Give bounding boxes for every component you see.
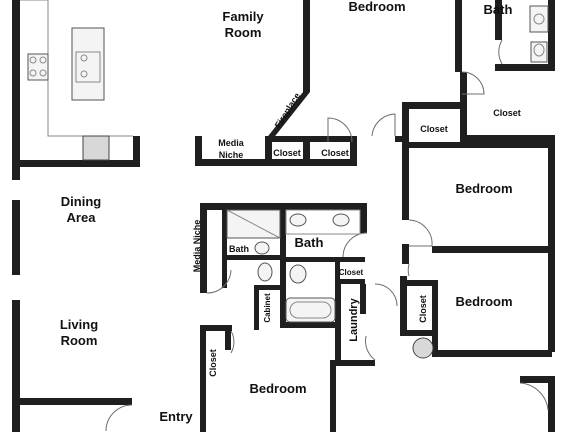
walls [12,0,555,432]
water-heater-icon [412,337,434,359]
closet-vertical-right-label: Closet [418,295,428,323]
bedroom-right-2-label: Bedroom [455,294,512,309]
closet-small-label: Closet [339,268,364,277]
fireplace-label: Fireplace [273,91,302,130]
toilet-icon [530,41,548,63]
bath-small-label: Bath [229,244,249,254]
closet-top-right-label: Closet [493,108,521,118]
toilet-icon [289,264,307,284]
dining-area-label-1: Dining [61,194,101,209]
refrigerator-icon [82,135,110,161]
sink-icon [529,5,549,33]
cabinet-label: Cabinet [263,293,272,323]
closet-a-label: Closet [273,148,301,158]
bedroom-bottom-label: Bedroom [249,381,306,396]
closet-b-label: Closet [321,148,349,158]
closet-mid-label: Closet [420,124,448,134]
family-room-label-1: Family [222,9,264,24]
family-room-label-2: Room [225,25,262,40]
bathtub-icon [285,297,336,323]
door-swings [105,39,549,432]
laundry-label: Laundry [348,297,360,341]
bedroom-top-label: Bedroom [348,0,405,14]
stove-icon [27,53,49,81]
sink-icon [332,213,350,227]
kitchen-island [71,27,105,101]
fixtures [20,0,549,359]
closet-vertical-left-label: Closet [208,349,218,377]
dining-area-label-2: Area [67,210,97,225]
sink-icon [254,241,270,255]
media-niche-vertical-label: Media Niche [192,220,202,273]
toilet-icon [257,262,273,282]
media-niche-top-label-1: Media [218,138,245,148]
bath-top-label: Bath [484,2,513,17]
living-room-label-1: Living [60,317,98,332]
bedroom-right-1-label: Bedroom [455,181,512,196]
bath-main-label: Bath [295,235,324,250]
media-niche-top-label-2: Niche [219,150,244,160]
entry-label: Entry [159,409,193,424]
sink-icon [289,213,307,227]
labels: Family Room Bedroom Bath Closet Closet B… [60,0,521,424]
living-room-label-2: Room [61,333,98,348]
